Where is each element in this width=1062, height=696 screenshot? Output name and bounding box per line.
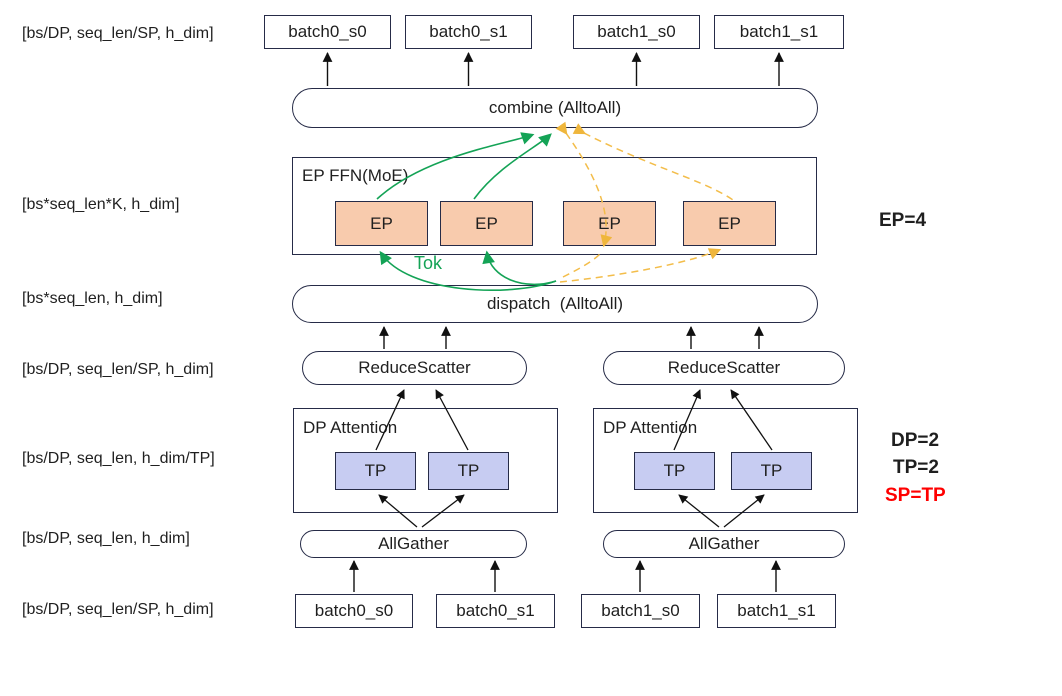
bottom-batch0-s0: batch0_s0 (295, 594, 413, 628)
tp-unit-1: TP (335, 452, 416, 490)
allgather-left: AllGather (300, 530, 527, 558)
ep-unit-2: EP (440, 201, 533, 246)
combine-to-output-arrows (322, 52, 784, 86)
reducescatter-left: ReduceScatter (302, 351, 527, 385)
top-batch1-s1: batch1_s1 (714, 15, 844, 49)
bottom-batch1-s0: batch1_s0 (581, 594, 700, 628)
top-batch0-s1: batch0_s1 (405, 15, 532, 49)
dim-label-top: [bs/DP, seq_len/SP, h_dim] (22, 25, 214, 42)
tp-unit-2: TP (428, 452, 509, 490)
top-batch1-s0: batch1_s0 (573, 15, 700, 49)
combine-alltoall-node: combine (AlltoAll) (292, 88, 818, 128)
dp-count-label: DP=2 (891, 430, 940, 451)
reducescatter-to-dispatch-arrows (379, 326, 764, 349)
dp-attention-title-right: DP Attention (603, 418, 698, 437)
dim-label-dispatch: [bs*seq_len, h_dim] (22, 290, 163, 307)
dim-label-reducescatter: [bs/DP, seq_len/SP, h_dim] (22, 361, 214, 378)
dispatch-alltoall-node: dispatch (AlltoAll) (292, 285, 818, 323)
dim-label-tp: [bs/DP, seq_len, h_dim/TP] (22, 450, 215, 467)
dp-attention-title-left: DP Attention (303, 418, 398, 437)
tok-label: Tok (414, 253, 443, 273)
ep-unit-4: EP (683, 201, 776, 246)
orange-dispatch-to-ep3 (562, 253, 601, 278)
green-dispatch-to-ep2 (482, 250, 557, 286)
reducescatter-right: ReduceScatter (603, 351, 845, 385)
tp-unit-3: TP (634, 452, 715, 490)
ep-unit-1: EP (335, 201, 428, 246)
allgather-right: AllGather (603, 530, 845, 558)
bottom-batch0-s1: batch0_s1 (436, 594, 555, 628)
dim-label-ep-ffn: [bs*seq_len*K, h_dim] (22, 196, 180, 213)
ep-ffn-moe-title: EP FFN(MoE) (302, 166, 409, 185)
dim-label-allgather: [bs/DP, seq_len, h_dim] (22, 530, 190, 547)
input-to-allgather-arrows (349, 560, 781, 592)
tp-count-label: TP=2 (893, 457, 939, 478)
ep-count-label: EP=4 (879, 210, 927, 231)
top-batch0-s0: batch0_s0 (264, 15, 391, 49)
sp-equals-tp-label: SP=TP (885, 485, 946, 506)
bottom-batch1-s1: batch1_s1 (717, 594, 836, 628)
tp-unit-4: TP (731, 452, 812, 490)
ep-unit-3: EP (563, 201, 656, 246)
dim-label-bottom: [bs/DP, seq_len/SP, h_dim] (22, 601, 214, 618)
